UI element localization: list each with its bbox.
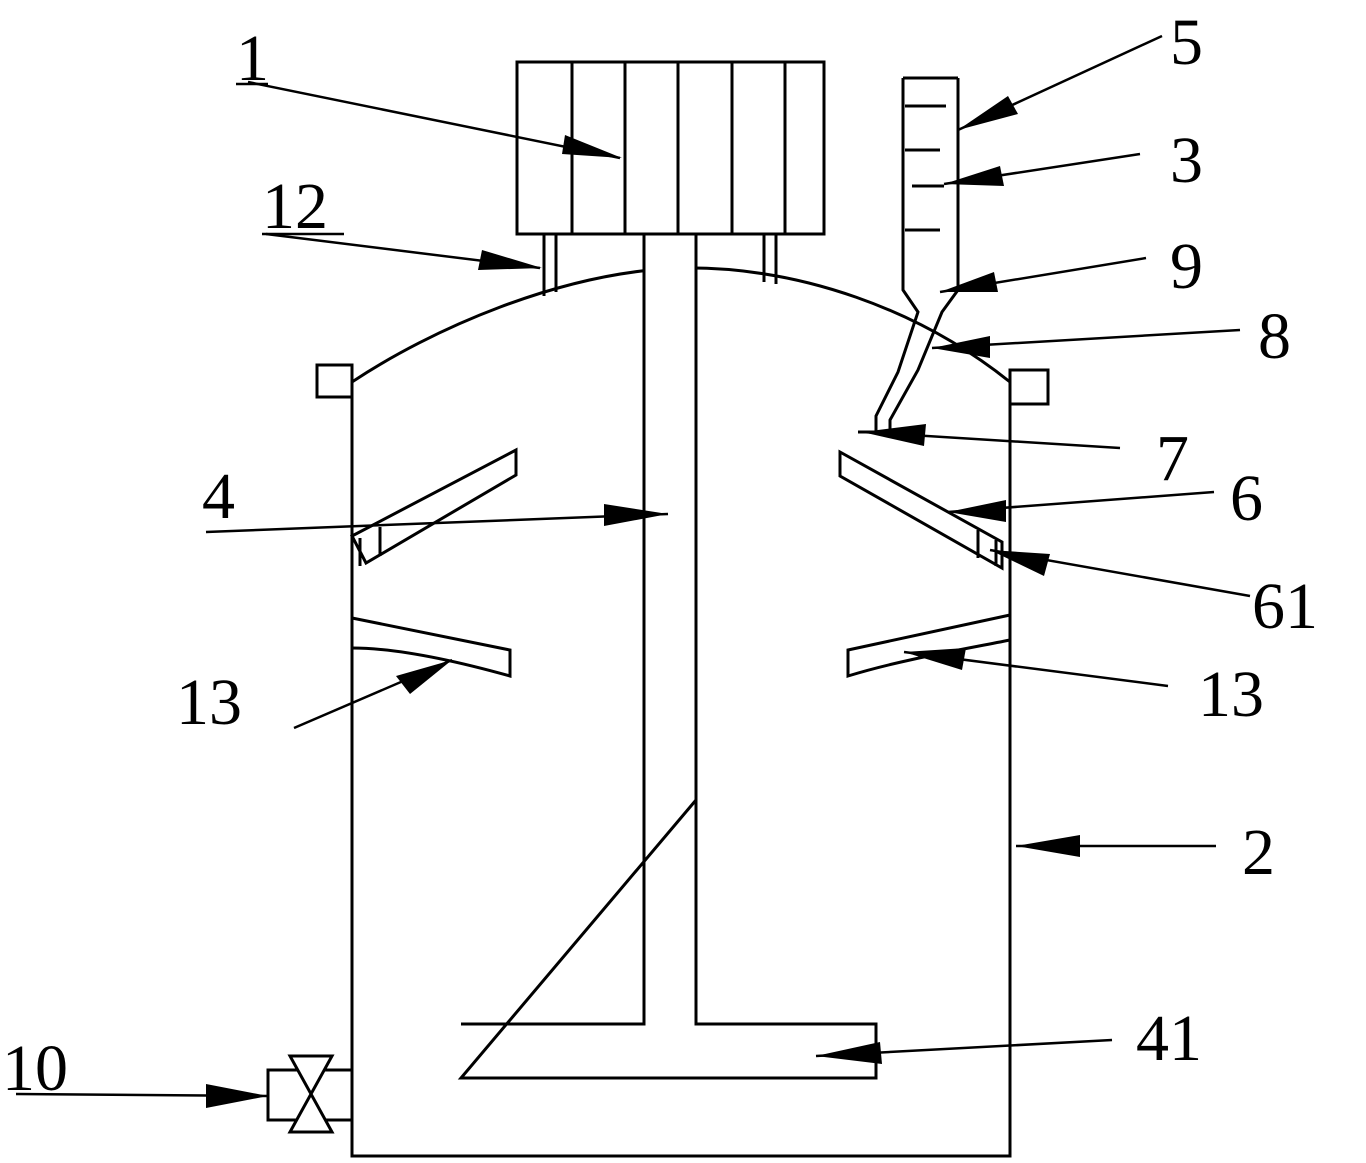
agitator-paddle bbox=[457, 795, 878, 1080]
callout-3: 3 bbox=[1170, 124, 1203, 197]
callout-61: 61 bbox=[1252, 570, 1318, 643]
agitator bbox=[457, 232, 878, 1080]
callout-8: 8 bbox=[1258, 300, 1291, 373]
callout-5: 5 bbox=[1170, 6, 1203, 79]
callout-13-right: 13 bbox=[1198, 658, 1264, 731]
callout-labels: 1 12 5 3 9 8 7 6 61 4 13 13 2 41 10 bbox=[2, 6, 1318, 1105]
callout-13-left: 13 bbox=[176, 666, 242, 739]
callout-7: 7 bbox=[1156, 422, 1189, 495]
callout-10: 10 bbox=[2, 1032, 68, 1105]
callout-4: 4 bbox=[202, 460, 235, 533]
leader-lines bbox=[15, 34, 1251, 1108]
drain-valve bbox=[266, 1054, 354, 1134]
feed-funnel bbox=[858, 76, 960, 434]
callout-41: 41 bbox=[1136, 1002, 1202, 1075]
callout-2: 2 bbox=[1242, 816, 1275, 889]
callout-6: 6 bbox=[1230, 462, 1263, 535]
callout-12: 12 bbox=[262, 170, 328, 243]
callout-9: 9 bbox=[1170, 230, 1203, 303]
lower-baffles bbox=[351, 613, 1011, 679]
